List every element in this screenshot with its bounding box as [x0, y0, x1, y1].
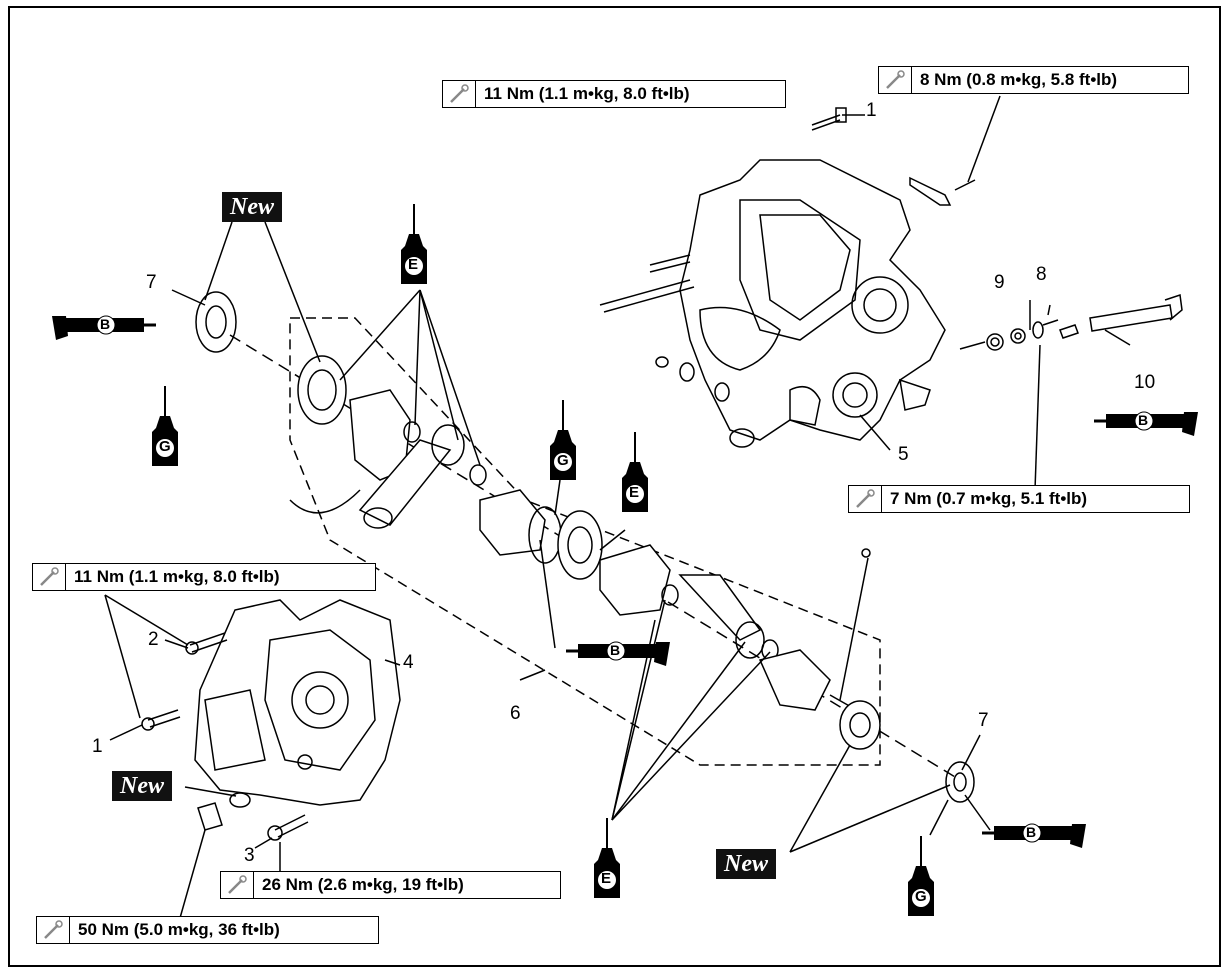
part-number: 6: [510, 703, 521, 724]
lower-crankcase: [141, 599, 401, 841]
part-number: 7: [978, 710, 989, 731]
torque-spec-box: 26 Nm (2.6 m•kg, 19 ft•lb): [220, 871, 561, 899]
part-number: 9: [994, 272, 1005, 293]
lubricant-bottle-icon: E: [397, 204, 431, 291]
part-number: 4: [403, 652, 414, 673]
lubricant-letter: E: [408, 256, 419, 273]
part-number: 7: [146, 272, 157, 293]
torque-value: 8 Nm (0.8 m•kg, 5.8 ft•lb): [920, 70, 1118, 89]
lubricant-bottle-icon: G: [904, 836, 938, 923]
lubricant-letter: G: [159, 438, 171, 455]
part-number: 8: [1036, 264, 1047, 285]
part-number: 3: [244, 845, 255, 866]
grease-gun-icon: B: [52, 310, 156, 347]
crankshaft-assembly: [195, 291, 975, 803]
lubricant-letter: B: [610, 642, 621, 658]
torque-wrench-icon: [221, 872, 254, 898]
torque-value: 7 Nm (0.7 m•kg, 5.1 ft•lb): [890, 489, 1088, 508]
lubricant-bottle-icon: G: [546, 400, 580, 487]
part-number: 2: [148, 629, 159, 650]
lubricant-bottle-icon: G: [148, 386, 182, 473]
part-number: 1: [866, 100, 877, 121]
torque-wrench-icon: [33, 564, 66, 590]
torque-spec-box: 11 Nm (1.1 m•kg, 8.0 ft•lb): [442, 80, 786, 108]
part-number: 5: [898, 444, 909, 465]
lubricant-letter: G: [557, 452, 569, 469]
torque-spec-box: 50 Nm (5.0 m•kg, 36 ft•lb): [36, 916, 379, 944]
torque-spec-box: 7 Nm (0.7 m•kg, 5.1 ft•lb): [848, 485, 1190, 513]
lubricant-letter: E: [629, 484, 640, 501]
new-part-tag: New: [222, 192, 282, 222]
lubricant-bottle-icon: E: [590, 818, 624, 905]
lubricant-letter: B: [100, 316, 111, 332]
part-number: 10: [1134, 372, 1156, 393]
lubricant-letter: G: [915, 888, 927, 905]
grease-gun-icon: B: [566, 636, 670, 673]
torque-value: 26 Nm (2.6 m•kg, 19 ft•lb): [262, 875, 464, 894]
torque-value: 11 Nm (1.1 m•kg, 8.0 ft•lb): [74, 567, 280, 586]
torque-spec-box: 8 Nm (0.8 m•kg, 5.8 ft•lb): [878, 66, 1189, 94]
upper-crankcase: [599, 107, 976, 448]
torque-wrench-icon: [879, 67, 912, 93]
torque-wrench-icon: [849, 486, 882, 512]
new-part-tag: New: [112, 771, 172, 801]
diagram-frame: [8, 6, 1221, 967]
grease-gun-icon: B: [982, 818, 1086, 855]
torque-value: 50 Nm (5.0 m•kg, 36 ft•lb): [78, 920, 280, 939]
lubricant-letter: B: [1026, 824, 1037, 840]
lubricant-letter: E: [601, 870, 612, 887]
lubricant-bottle-icon: E: [618, 432, 652, 519]
part-number: 1: [92, 736, 103, 757]
torque-wrench-icon: [37, 917, 70, 943]
torque-spec-box: 11 Nm (1.1 m•kg, 8.0 ft•lb): [32, 563, 376, 591]
grease-gun-icon: B: [1094, 406, 1198, 443]
torque-wrench-icon: [443, 81, 476, 107]
new-part-tag: New: [716, 849, 776, 879]
torque-value: 11 Nm (1.1 m•kg, 8.0 ft•lb): [484, 84, 690, 103]
lubricant-letter: B: [1138, 412, 1149, 428]
